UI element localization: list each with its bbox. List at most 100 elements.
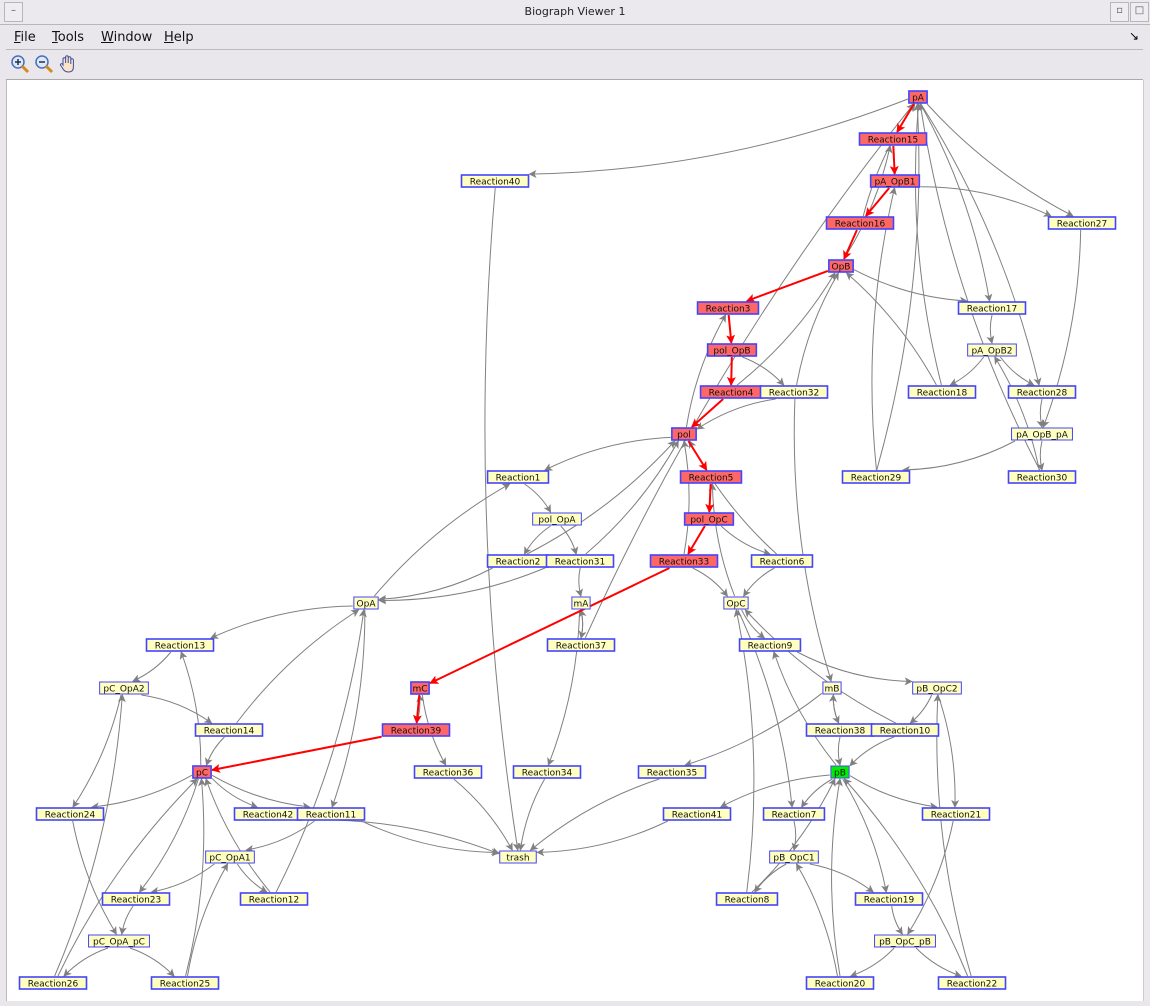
- node-reaction20[interactable]: Reaction20: [805, 976, 875, 990]
- node-reaction11[interactable]: Reaction11: [296, 807, 366, 821]
- node-reaction28[interactable]: Reaction28: [1007, 385, 1077, 399]
- node-reaction13[interactable]: Reaction13: [145, 638, 215, 652]
- minimize-button[interactable]: ▫: [1110, 2, 1129, 22]
- node-opa[interactable]: OpA: [353, 596, 379, 610]
- node-reaction27[interactable]: Reaction27: [1047, 216, 1117, 230]
- node-mc[interactable]: mC: [410, 681, 430, 695]
- node-pb[interactable]: pB: [830, 765, 850, 779]
- maximize-button[interactable]: □: [1130, 2, 1149, 22]
- node-box: [723, 596, 749, 610]
- node-pa-opb-pa[interactable]: pA_OpB_pA: [1011, 427, 1073, 441]
- node-pc[interactable]: pC: [192, 765, 212, 779]
- menu-help[interactable]: Help: [164, 30, 194, 45]
- node-reaction19[interactable]: Reaction19: [854, 892, 924, 906]
- node-reaction38[interactable]: Reaction38: [805, 723, 875, 737]
- node-label: Reaction36: [423, 768, 474, 778]
- edge: [575, 567, 583, 597]
- node-reaction36[interactable]: Reaction36: [413, 765, 483, 779]
- node-pol-opb[interactable]: pol_OpB: [706, 343, 758, 357]
- node-reaction8[interactable]: Reaction8: [715, 892, 779, 906]
- node-opb[interactable]: OpB: [828, 259, 854, 273]
- node-reaction25[interactable]: Reaction25: [150, 976, 220, 990]
- node-pc-opa-pc[interactable]: pC_OpA_pC: [88, 934, 150, 948]
- node-reaction16[interactable]: Reaction16: [825, 216, 895, 230]
- node-reaction32[interactable]: Reaction32: [759, 385, 829, 399]
- node-pb-opc2[interactable]: pB_OpC2: [912, 681, 962, 695]
- node-reaction14[interactable]: Reaction14: [194, 723, 264, 737]
- node-reaction7[interactable]: Reaction7: [762, 807, 826, 821]
- node-pol-opa[interactable]: pol_OpA: [532, 512, 582, 526]
- node-label: Reaction35: [647, 768, 698, 778]
- node-reaction2[interactable]: Reaction2: [486, 554, 550, 568]
- node-label: mA: [574, 599, 590, 609]
- node-reaction33[interactable]: Reaction33: [649, 554, 719, 568]
- zoom-in-icon[interactable]: [10, 54, 30, 74]
- node-box: [874, 934, 936, 948]
- node-box: [486, 470, 550, 484]
- node-reaction4[interactable]: Reaction4: [699, 385, 763, 399]
- node-reaction39[interactable]: Reaction39: [381, 723, 451, 737]
- node-reaction15[interactable]: Reaction15: [858, 132, 928, 146]
- node-trash[interactable]: trash: [499, 850, 537, 864]
- edge: [796, 651, 913, 686]
- node-label: Reaction33: [659, 557, 710, 567]
- node-pa-opb1[interactable]: pA_OpB1: [869, 174, 921, 188]
- menu-tools[interactable]: Tools: [52, 30, 84, 45]
- node-reaction35[interactable]: Reaction35: [637, 765, 707, 779]
- node-reaction29[interactable]: Reaction29: [841, 470, 911, 484]
- node-reaction21[interactable]: Reaction21: [921, 807, 991, 821]
- title-bar: – Biograph Viewer 1 ▫ □: [0, 0, 1150, 25]
- edge: [999, 356, 1035, 386]
- node-reaction17[interactable]: Reaction17: [957, 301, 1027, 315]
- node-label: Reaction29: [851, 473, 902, 483]
- menu-file[interactable]: File: [14, 30, 36, 45]
- node-reaction26[interactable]: Reaction26: [18, 976, 88, 990]
- node-box: [921, 807, 991, 821]
- node-pc-opa1[interactable]: pC_OpA1: [205, 850, 255, 864]
- pan-hand-icon[interactable]: [58, 54, 78, 74]
- node-reaction12[interactable]: Reaction12: [239, 892, 309, 906]
- node-pa[interactable]: pA: [908, 90, 928, 104]
- node-reaction5[interactable]: Reaction5: [679, 470, 743, 484]
- edge: [809, 863, 874, 893]
- node-label: pA_OpB1: [874, 177, 915, 187]
- node-reaction9[interactable]: Reaction9: [738, 638, 802, 652]
- node-label: mC: [412, 684, 427, 694]
- node-reaction41[interactable]: Reaction41: [662, 807, 732, 821]
- node-reaction1[interactable]: Reaction1: [486, 470, 550, 484]
- node-box: [35, 807, 105, 821]
- node-reaction23[interactable]: Reaction23: [101, 892, 171, 906]
- zoom-out-icon[interactable]: [34, 54, 54, 74]
- node-reaction22[interactable]: Reaction22: [937, 976, 1007, 990]
- menu-window[interactable]: Window: [101, 30, 152, 45]
- edge: [72, 820, 117, 935]
- dock-arrow-icon[interactable]: ↘: [1128, 29, 1139, 43]
- node-reaction37[interactable]: Reaction37: [546, 638, 616, 652]
- node-pb-opc1[interactable]: pB_OpC1: [769, 850, 819, 864]
- node-box: [194, 723, 264, 737]
- node-mb[interactable]: mB: [822, 681, 842, 695]
- node-reaction3[interactable]: Reaction3: [696, 301, 760, 315]
- node-reaction42[interactable]: Reaction42: [233, 807, 303, 821]
- node-reaction30[interactable]: Reaction30: [1007, 470, 1077, 484]
- node-reaction24[interactable]: Reaction24: [35, 807, 105, 821]
- node-reaction40[interactable]: Reaction40: [460, 174, 530, 188]
- node-pol-opc[interactable]: pol_OpC: [683, 512, 735, 526]
- menu-help-label: Help: [164, 30, 194, 45]
- window-menu-button[interactable]: –: [4, 2, 23, 22]
- node-reaction6[interactable]: Reaction6: [750, 554, 814, 568]
- edge: [796, 863, 838, 977]
- node-pb-opc-pb[interactable]: pB_OpC_pB: [874, 934, 936, 948]
- node-pol[interactable]: pol: [671, 427, 697, 441]
- node-pa-opb2[interactable]: pA_OpB2: [967, 343, 1017, 357]
- node-opc[interactable]: OpC: [723, 596, 749, 610]
- node-label: pC_OpA1: [209, 853, 250, 863]
- vertical-scrollbar[interactable]: [1143, 80, 1150, 1001]
- node-reaction31[interactable]: Reaction31: [545, 554, 615, 568]
- node-ma[interactable]: mA: [571, 596, 591, 610]
- node-reaction34[interactable]: Reaction34: [512, 765, 582, 779]
- node-pc-opa2[interactable]: pC_OpA2: [99, 681, 149, 695]
- node-reaction18[interactable]: Reaction18: [907, 385, 977, 399]
- node-reaction10[interactable]: Reaction10: [870, 723, 940, 737]
